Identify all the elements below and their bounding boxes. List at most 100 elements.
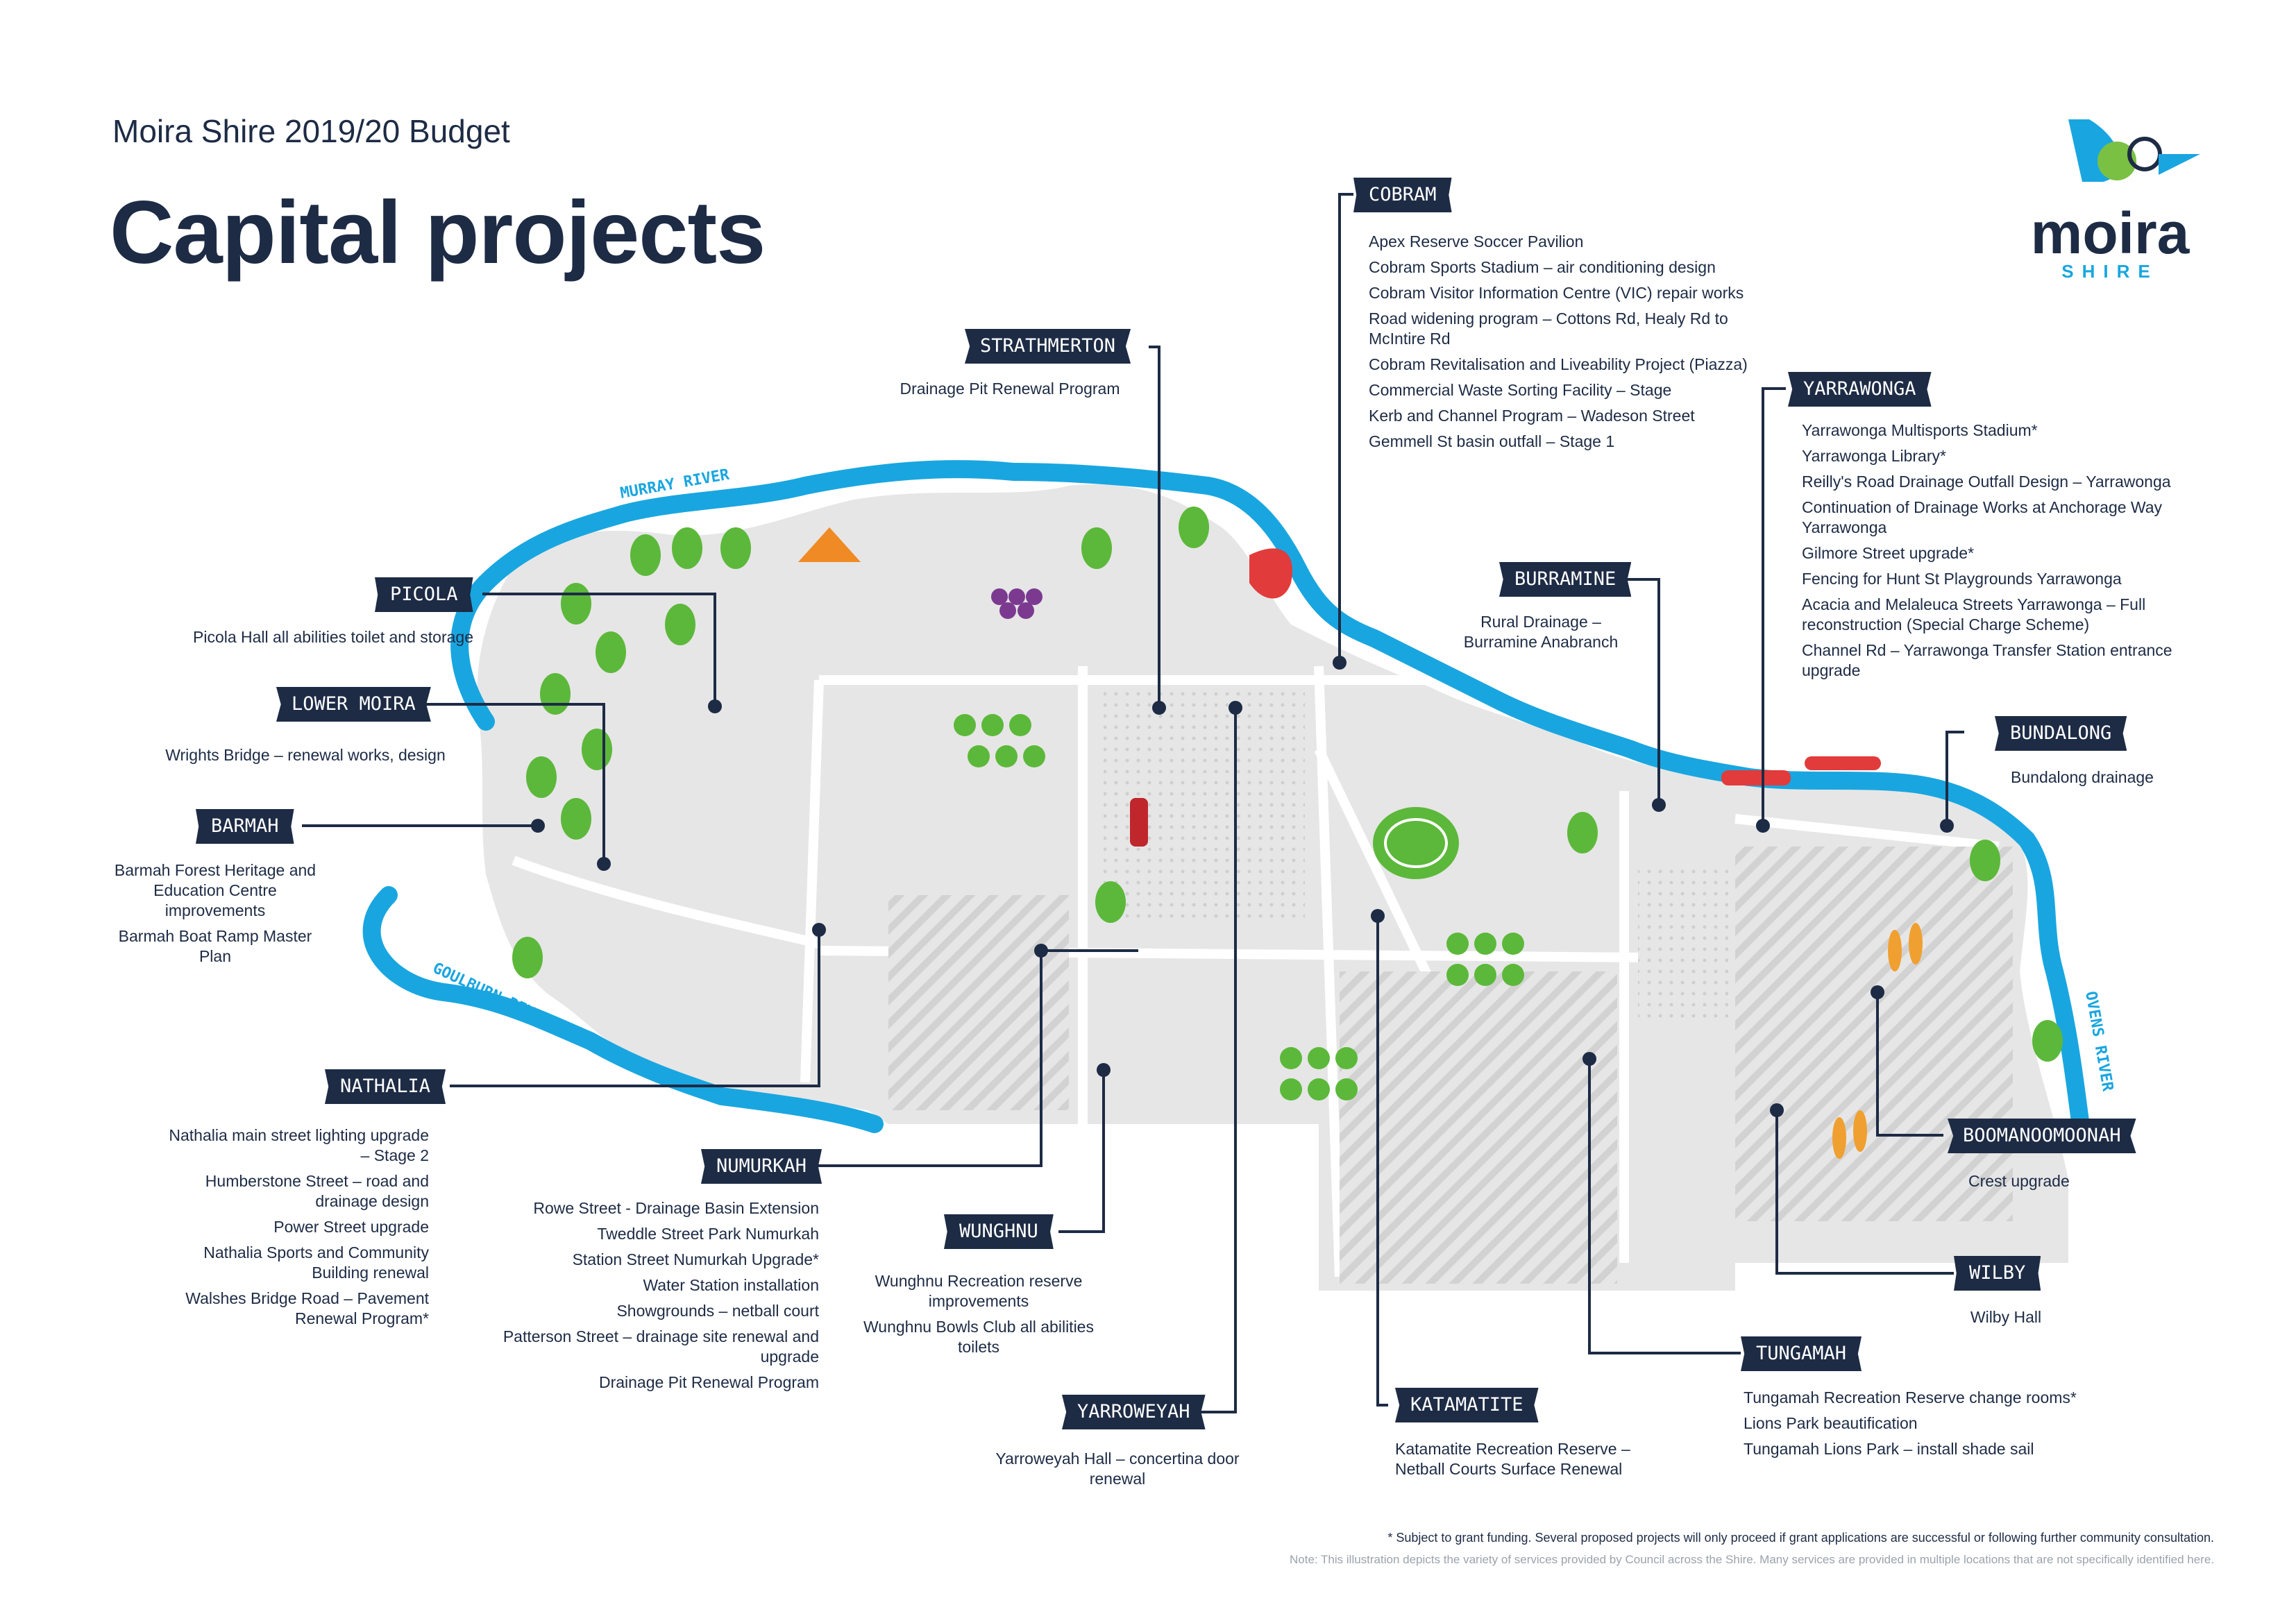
- town-tag-lower-moira: LOWER MOIRA: [276, 687, 431, 722]
- project-item: Gilmore Street upgrade*: [1802, 544, 1975, 562]
- budget-subtitle: Moira Shire 2019/20 Budget: [112, 113, 510, 149]
- project-list-strathmerton: Drainage Pit Renewal Program: [861, 379, 1159, 405]
- tent: [798, 527, 861, 562]
- project-item: Continuation of Drainage Works at Anchor…: [1802, 498, 2163, 536]
- project-item: Walshes Bridge Road – Pavement Renewal P…: [185, 1289, 429, 1327]
- farm-block: [1735, 847, 2013, 1221]
- orchards: [954, 714, 1524, 1101]
- boat: [1721, 770, 1791, 785]
- project-item: Wilby Hall: [1970, 1308, 2042, 1326]
- project-list-bundalong: Bundalong drainage: [1978, 767, 2186, 793]
- project-item: Yarroweyah Hall – concertina door renewa…: [995, 1450, 1240, 1488]
- moira-logo-icon: [2068, 119, 2200, 182]
- project-item: Cobram Sports Stadium – air conditioning…: [1369, 258, 1716, 276]
- logo-subtitle: SHIRE: [2061, 261, 2159, 282]
- project-item: Yarrawonga Library*: [1802, 447, 1946, 465]
- project-list-lower-moira: Wrights Bridge – renewal works, design: [111, 745, 500, 771]
- town-tag-bundalong: BUNDALONG: [1995, 716, 2127, 751]
- town-tag-wunghnu: WUNGHNU: [944, 1214, 1054, 1249]
- plane: [1805, 756, 1881, 770]
- project-item: Road widening program – Cottons Rd, Heal…: [1369, 309, 1728, 348]
- project-item: Crest upgrade: [1968, 1172, 2070, 1190]
- strawberry: [1249, 548, 1292, 599]
- project-item: Water Station installation: [643, 1276, 819, 1294]
- town-tag-tungamah: TUNGAMAH: [1741, 1336, 1862, 1371]
- leader-lines: [302, 193, 1964, 1413]
- town-tag-boomanoomoonah: BOOMANOOMOONAH: [1948, 1119, 2136, 1153]
- project-item: Tungamah Recreation Reserve change rooms…: [1744, 1388, 2077, 1407]
- project-item: Reilly's Road Drainage Outfall Design – …: [1802, 473, 2171, 491]
- project-item: Nathalia main street lighting upgrade – …: [169, 1126, 429, 1164]
- page-title: Capital projects: [110, 183, 766, 282]
- project-list-burramine: Rural Drainage – Burramine Anabranch: [1444, 612, 1638, 658]
- wine-bottle: [1130, 798, 1148, 847]
- project-list-katamatite: Katamatite Recreation Reserve – Netball …: [1395, 1439, 1673, 1485]
- project-list-boomanoomoonah: Crest upgrade: [1968, 1171, 2135, 1197]
- town-tag-katamatite: KATAMATITE: [1395, 1388, 1539, 1422]
- project-item: Wunghnu Recreation reserve improvements: [875, 1272, 1083, 1310]
- project-item: Fencing for Hunt St Playgrounds Yarrawon…: [1802, 570, 2122, 588]
- town-tag-barmah: BARMAH: [196, 809, 294, 844]
- project-item: Rowe Street - Drainage Basin Extension: [533, 1199, 819, 1217]
- project-item: Channel Rd – Yarrawonga Transfer Station…: [1802, 641, 2172, 679]
- project-list-tungamah: Tungamah Recreation Reserve change rooms…: [1744, 1388, 2132, 1465]
- town-tag-cobram: COBRAM: [1353, 178, 1452, 212]
- farm-block: [888, 895, 1069, 1110]
- project-list-barmah: Barmah Forest Heritage and Education Cen…: [111, 860, 319, 972]
- project-item: Picola Hall all abilities toilet and sto…: [193, 628, 473, 646]
- project-item: Yarrawonga Multisports Stadium*: [1802, 421, 2038, 439]
- town-tag-burramine: BURRAMINE: [1499, 562, 1632, 597]
- farm-block: [1340, 971, 1617, 1284]
- town-tag-wilby: WILBY: [1954, 1256, 2041, 1291]
- project-list-wilby: Wilby Hall: [1943, 1307, 2068, 1333]
- project-item: Tweddle Street Park Numurkah: [597, 1225, 819, 1243]
- project-item: Katamatite Recreation Reserve – Netball …: [1395, 1440, 1630, 1478]
- town-tag-yarroweyah: YARROWEYAH: [1062, 1395, 1206, 1429]
- illustration-note: Note: This illustration depicts the vari…: [1290, 1553, 2214, 1566]
- wheat: [1832, 923, 1923, 1159]
- project-list-picola: Picola Hall all abilities toilet and sto…: [139, 627, 527, 653]
- project-item: Lions Park beautification: [1744, 1414, 1918, 1432]
- project-item: Showgrounds – netball court: [616, 1302, 819, 1320]
- project-item: Station Street Numurkah Upgrade*: [572, 1250, 819, 1268]
- project-item: Power Street upgrade: [273, 1218, 429, 1236]
- grapes: [991, 588, 1043, 619]
- town-block: [1638, 867, 1728, 1020]
- murray-river: [362, 460, 2091, 1147]
- project-item: Apex Reserve Soccer Pavilion: [1369, 232, 1584, 250]
- project-item: Commercial Waste Sorting Facility – Stag…: [1369, 381, 1672, 399]
- logo-wordmark: moira: [2030, 201, 2190, 266]
- project-item: Bundalong drainage: [2011, 768, 2154, 786]
- project-item: Barmah Boat Ramp Master Plan: [118, 927, 312, 965]
- project-item: Patterson Street – drainage site renewal…: [503, 1327, 819, 1366]
- project-list-nathalia: Nathalia main street lighting upgrade – …: [160, 1125, 429, 1334]
- project-list-yarrawonga: Yarrawonga Multisports Stadium* Yarrawong…: [1802, 420, 2197, 686]
- project-item: Kerb and Channel Program – Wadeson Stree…: [1369, 407, 1695, 425]
- project-item: Wunghnu Bowls Club all abilities toilets: [863, 1318, 1094, 1356]
- project-item: Gemmell St basin outfall – Stage 1: [1369, 432, 1615, 450]
- project-item: Tungamah Lions Park – install shade sail: [1744, 1440, 2034, 1458]
- project-item: Nathalia Sports and Community Building r…: [203, 1243, 429, 1282]
- town-tag-yarrawonga: YARRAWONGA: [1788, 372, 1932, 407]
- project-item: Humberstone Street – road and drainage d…: [205, 1172, 429, 1210]
- project-item: Acacia and Melaleuca Streets Yarrawonga …: [1802, 595, 2146, 634]
- project-item: Barmah Forest Heritage and Education Cen…: [114, 861, 316, 919]
- town-tag-picola: PICOLA: [375, 577, 473, 612]
- project-item: Wrights Bridge – renewal works, design: [165, 746, 446, 764]
- town-tag-nathalia: NATHALIA: [325, 1069, 446, 1104]
- project-item: Cobram Revitalisation and Liveability Pr…: [1369, 355, 1748, 373]
- ovens-river-label: OVENS RIVER: [2082, 990, 2116, 1094]
- project-item: Rural Drainage – Burramine Anabranch: [1463, 613, 1619, 651]
- town-tag-strathmerton: STRATHMERTON: [965, 329, 1131, 364]
- grant-footnote: * Subject to grant funding. Several prop…: [1387, 1531, 2214, 1545]
- project-item: Cobram Visitor Information Centre (VIC) …: [1369, 284, 1744, 302]
- project-item: Drainage Pit Renewal Program: [598, 1373, 819, 1391]
- project-list-yarroweyah: Yarroweyah Hall – concertina door renewa…: [986, 1449, 1249, 1495]
- town-tag-numurkah: NUMURKAH: [701, 1149, 822, 1184]
- town-markers: [531, 656, 1954, 1117]
- project-item: Drainage Pit Renewal Program: [900, 380, 1120, 398]
